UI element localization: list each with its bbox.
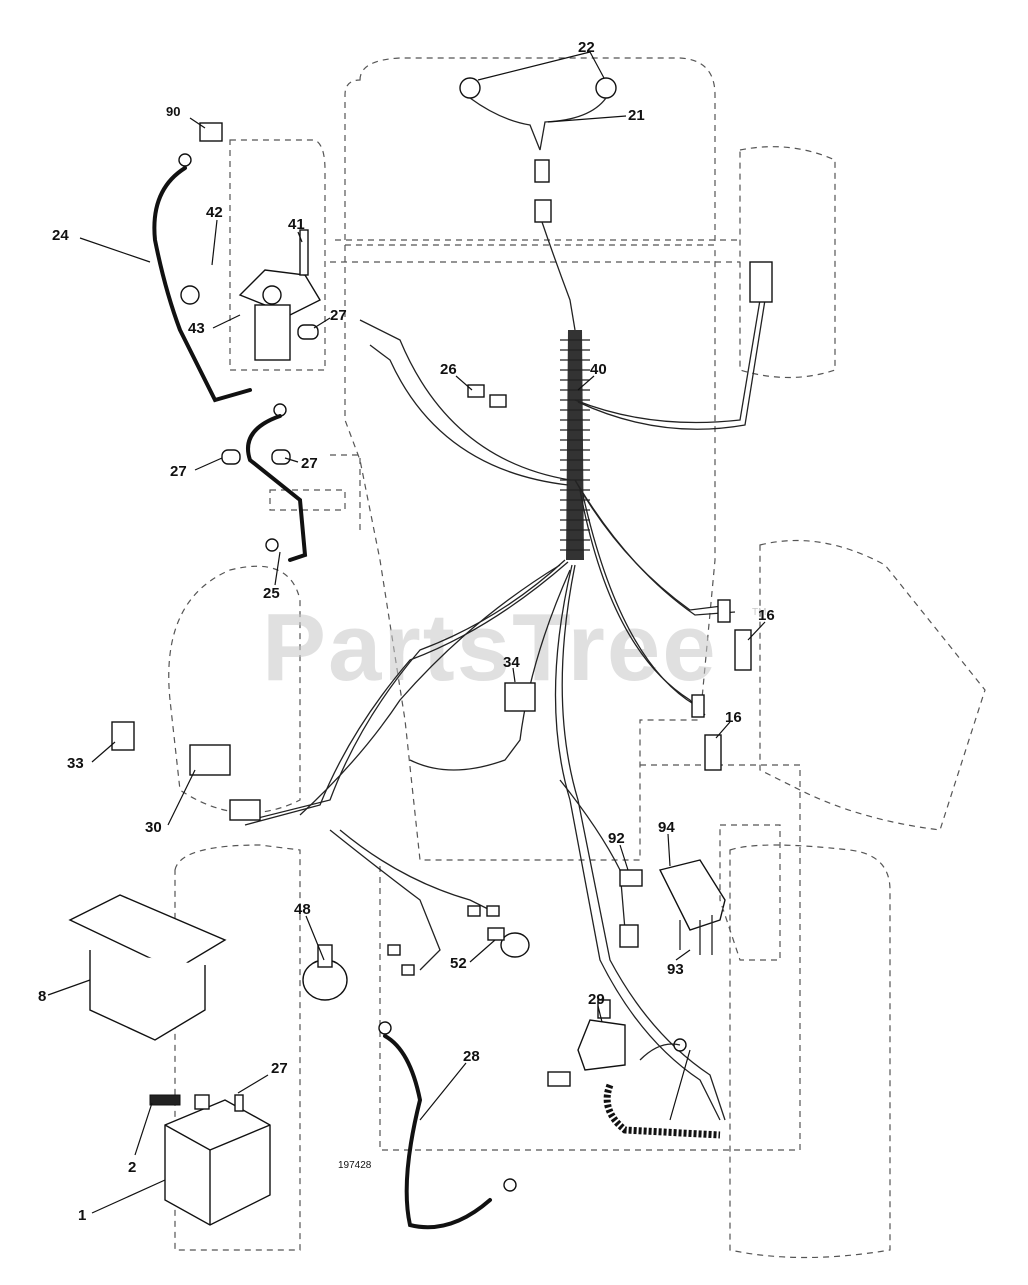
- callout-22: 22: [578, 39, 595, 56]
- harness-branches: [244, 261, 773, 1121]
- callout-21: 21: [628, 107, 645, 124]
- watermark-trademark: TM: [752, 607, 766, 618]
- connectors: [467, 384, 752, 771]
- watermark-text: PartsTree: [262, 594, 718, 701]
- callout-43: 43: [188, 320, 205, 337]
- callout-16-upper: 16: [758, 607, 775, 624]
- callout-2: 2: [128, 1159, 136, 1176]
- callout-90: 90: [166, 104, 180, 119]
- tractor-outline: [168, 57, 986, 1259]
- part-callouts: 22 21 90 42 41 24 43 27 40 26 27 27 25 1…: [38, 39, 775, 1224]
- leader-lines: [47, 51, 766, 1214]
- switch-bracket: [619, 824, 781, 961]
- callout-41: 41: [288, 216, 305, 233]
- callout-29: 29: [588, 991, 605, 1008]
- callout-93: 93: [667, 961, 684, 978]
- callout-30: 30: [145, 819, 162, 836]
- negative-cable: [378, 1021, 517, 1230]
- callout-94: 94: [658, 819, 675, 836]
- callout-27-battery: 27: [271, 1060, 288, 1077]
- battery-cables: [152, 153, 308, 562]
- callout-8: 8: [38, 988, 46, 1005]
- battery: [149, 1094, 271, 1226]
- callout-27-solenoid: 27: [330, 307, 347, 324]
- battery-tray: [68, 894, 227, 1041]
- callout-26: 26: [440, 361, 457, 378]
- callout-24: 24: [52, 227, 69, 244]
- bulb-and-connector: [302, 905, 530, 1001]
- callout-52: 52: [450, 955, 467, 972]
- callout-42: 42: [206, 204, 223, 221]
- callout-1: 1: [78, 1207, 86, 1224]
- relay-group: [547, 999, 721, 1139]
- callout-33: 33: [67, 755, 84, 772]
- callout-27-right: 27: [301, 455, 318, 472]
- callout-28: 28: [463, 1048, 480, 1065]
- drawing-number: 197428: [338, 1160, 372, 1171]
- headlight-assembly: [459, 77, 617, 331]
- callout-34: 34: [503, 654, 520, 671]
- callout-40: 40: [590, 361, 607, 378]
- harness-coil: [560, 330, 590, 560]
- solenoid-group: [180, 122, 321, 361]
- callout-27-left: 27: [170, 463, 187, 480]
- callout-92: 92: [608, 830, 625, 847]
- callout-16-lower: 16: [725, 709, 742, 726]
- callout-48: 48: [294, 901, 311, 918]
- ignition-switch: [111, 721, 261, 821]
- callout-25: 25: [263, 585, 280, 602]
